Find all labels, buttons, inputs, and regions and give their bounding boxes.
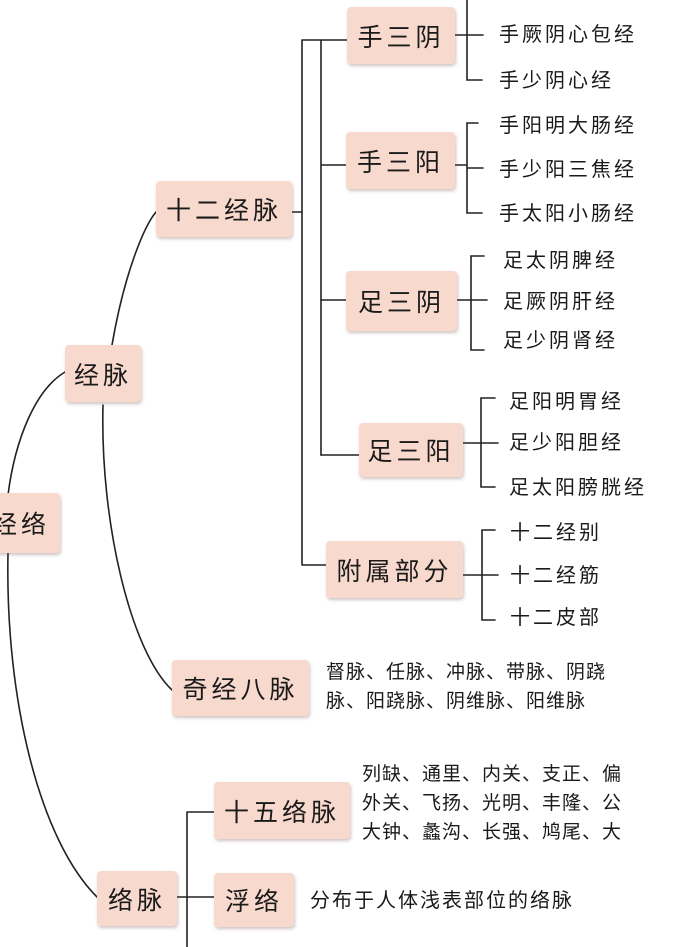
leaf-shou-taiyang: 手太阳小肠经 xyxy=(499,201,637,225)
node-label: 足三阴 xyxy=(357,288,445,317)
node-zu-san-yang: 足三阳 xyxy=(359,423,463,477)
node-jingluo: 经络 xyxy=(0,493,60,553)
connector-luomai xyxy=(176,811,215,947)
leaf-shou-shaoyang: 手少阳三焦经 xyxy=(499,157,637,181)
leaf-zu-taiyang: 足太阳膀胱经 xyxy=(509,475,647,499)
node-fuluo: 浮络 xyxy=(214,873,294,927)
leaf-shou-shaoyin: 手少阴心经 xyxy=(499,68,614,92)
connector-root-luomai xyxy=(7,552,98,898)
connector-twelve-spine xyxy=(291,39,348,566)
leaf-shou-yangming: 手阳明大肠经 xyxy=(499,113,637,137)
node-label: 十五络脉 xyxy=(223,797,340,827)
leaf-zu-taiyin: 足太阴脾经 xyxy=(503,248,618,272)
node-fushu-bufen: 附属部分 xyxy=(326,541,463,598)
shiwu-line-2: 外关、飞扬、光明、丰隆、公 xyxy=(362,792,623,814)
node-jingmai: 经脉 xyxy=(65,345,141,402)
node-shier-jingmai: 十二经脉 xyxy=(156,181,292,237)
leaf-zu-shaoyin: 足少阴肾经 xyxy=(503,328,618,352)
node-label: 手三阳 xyxy=(356,147,444,177)
connector-jingmai-twelve xyxy=(111,211,157,346)
connector-root-jingmai xyxy=(7,371,66,496)
node-zu-san-yin: 足三阴 xyxy=(346,271,457,331)
leaf-zu-jueyin: 足厥阴肝经 xyxy=(503,289,618,313)
leaf-shou-jueyin: 手厥阴心包经 xyxy=(499,22,637,46)
connector-shou-san-yang xyxy=(320,39,347,456)
bracket-shou-san-yang xyxy=(454,122,484,214)
bracket-shou-san-yin xyxy=(454,0,484,81)
node-label: 足三阳 xyxy=(367,437,455,466)
qijing-line-2: 脉、阳跷脉、阴维脉、阳维脉 xyxy=(326,690,587,712)
bracket-fushu xyxy=(462,529,499,621)
node-label: 手三阴 xyxy=(357,22,445,52)
node-qijing-bamai: 奇经八脉 xyxy=(172,660,309,716)
node-label: 经络 xyxy=(0,510,50,539)
node-label: 十二经脉 xyxy=(165,196,282,225)
qijing-line-1: 督脉、任脉、冲脉、带脉、阴跷 xyxy=(326,661,607,683)
shiwu-description: 列缺、通里、内关、支正、偏 外关、飞扬、光明、丰隆、公 大钟、蠡沟、长强、鸠尾、… xyxy=(362,760,700,847)
node-label: 浮络 xyxy=(224,887,283,916)
shiwu-line-3: 大钟、蠡沟、长强、鸠尾、大 xyxy=(362,821,623,843)
connector-jingmai-qijing xyxy=(102,404,173,691)
leaf-pibu: 十二皮部 xyxy=(510,605,602,629)
node-shiwu-luomai: 十五络脉 xyxy=(214,782,350,839)
node-label: 附属部分 xyxy=(336,556,453,586)
node-label: 奇经八脉 xyxy=(182,675,299,704)
qijing-description: 督脉、任脉、冲脉、带脉、阴跷 脉、阳跷脉、阴维脉、阳维脉 xyxy=(326,658,700,716)
shiwu-line-1: 列缺、通里、内关、支正、偏 xyxy=(362,763,623,785)
leaf-jingbie: 十二经别 xyxy=(510,520,602,544)
fuluo-description: 分布于人体浅表部位的络脉 xyxy=(310,888,574,912)
bracket-zu-san-yang xyxy=(462,397,499,488)
node-shou-san-yang: 手三阳 xyxy=(346,132,455,189)
leaf-zu-yangming: 足阳明胃经 xyxy=(509,389,624,413)
node-shou-san-yin: 手三阴 xyxy=(347,7,455,64)
node-label: 络脉 xyxy=(107,885,166,915)
node-luomai: 络脉 xyxy=(97,871,177,926)
node-label: 经脉 xyxy=(73,360,132,390)
bracket-zu-san-yin xyxy=(456,255,488,351)
leaf-zu-shaoyang: 足少阳胆经 xyxy=(509,430,624,454)
leaf-jingjin: 十二经筋 xyxy=(510,563,602,587)
